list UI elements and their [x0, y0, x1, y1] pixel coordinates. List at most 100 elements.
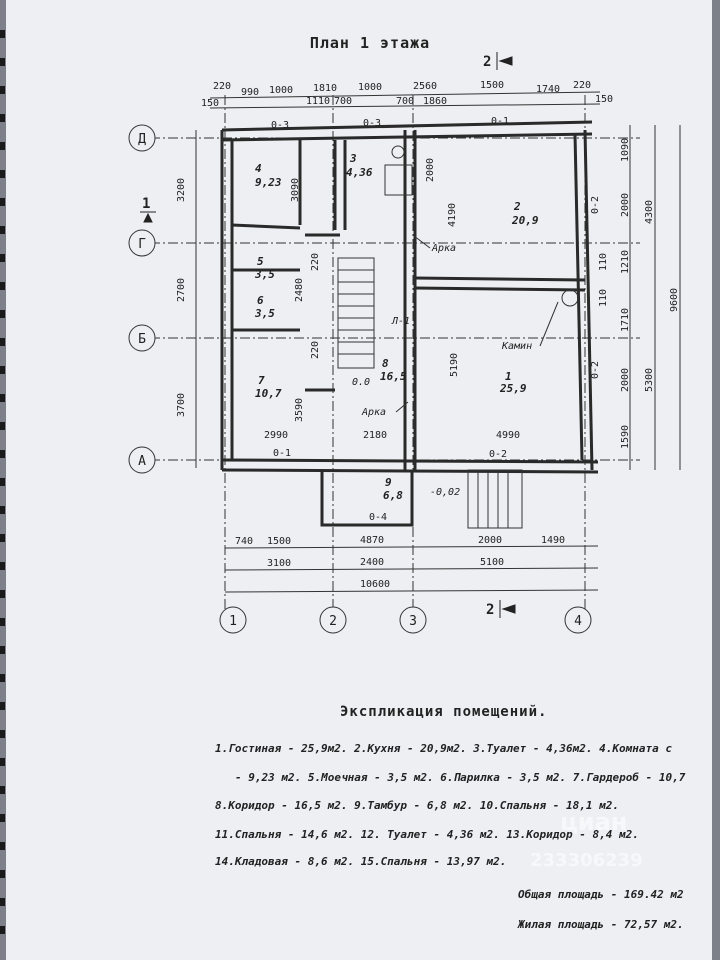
svg-text:220: 220 [310, 341, 321, 359]
level-label: -0,02 [430, 487, 460, 498]
dim-top: 1000 [358, 82, 382, 93]
binding-hole [0, 338, 5, 346]
room-number: 2 [513, 200, 521, 213]
arch-label: Арка [361, 407, 386, 418]
watermark-brand: циан [560, 808, 628, 836]
binding-hole [0, 30, 5, 38]
svg-text:2990: 2990 [264, 430, 288, 441]
left-dimensions: 3200 2700 3700 [176, 130, 197, 468]
explication-line: 11.Спальня - 14,6 м2. 12. Туалет - 4,36 … [215, 828, 639, 841]
dim-top: 2560 [413, 81, 437, 92]
dim-top: 990 [241, 87, 259, 98]
stairs [337, 145, 579, 529]
binding-hole [0, 254, 5, 262]
explication-line: - 9,23 м2. 5.Моечная - 3,5 м2. 6.Парилка… [235, 771, 686, 784]
axis-label-2: 2 [329, 614, 337, 629]
dim-left: 3200 [176, 178, 187, 202]
dim-right: 1710 [620, 308, 631, 332]
document-sheet [6, 0, 712, 960]
binding-hole [0, 562, 5, 570]
binding-hole [0, 758, 5, 766]
dim-top: 1740 [536, 84, 560, 95]
svg-text:0-1: 0-1 [273, 448, 291, 459]
section-mark-top: 2 [483, 54, 491, 70]
opening-labels: 0-3 0-3 0-1 0-2 0-2 0-1 0-2 0-4 [271, 116, 601, 523]
binding-hole [0, 142, 5, 150]
svg-text:5190: 5190 [449, 353, 460, 377]
axis-label-1: 1 [229, 614, 237, 629]
svg-text:2480: 2480 [294, 278, 305, 302]
binding-hole [0, 730, 5, 738]
plan-title: План 1 этажа [309, 34, 431, 52]
binding-hole [0, 366, 5, 374]
room-number: 7 [258, 374, 265, 387]
dim-top: 220 [573, 80, 591, 91]
dim-right: 1090 [620, 138, 631, 162]
room-number: 8 [382, 357, 389, 370]
room-number: 3 [349, 152, 357, 165]
section-mark-left: 1 [142, 196, 150, 212]
axis-label-3: 3 [409, 614, 417, 629]
binding-hole [0, 226, 5, 234]
svg-text:0-3: 0-3 [363, 118, 381, 129]
dim-bottom: 740 [235, 536, 253, 547]
dim-top: 220 [213, 81, 231, 92]
dim-top: 1110 [306, 96, 330, 107]
room-area: 25,9 [499, 382, 527, 395]
explication-line: 8.Коридор - 16,5 м2. 9.Тамбур - 6,8 м2. … [215, 799, 619, 812]
inner-dimensions: 3090 2000 4190 2480 3590 5190 220 220 29… [264, 158, 520, 441]
stair-label: Л-1 [391, 316, 410, 327]
binding-hole [0, 870, 5, 878]
dim-top: 700 [334, 96, 352, 107]
room-area: 16,5 [380, 370, 407, 383]
binding-hole [0, 198, 5, 206]
svg-text:0-2: 0-2 [489, 449, 507, 460]
dim-right: 1590 [620, 425, 631, 449]
binding-hole [0, 702, 5, 710]
svg-text:3590: 3590 [294, 398, 305, 422]
dim-bottom-total: 10600 [360, 579, 390, 590]
axis-label-d: Д [138, 132, 146, 147]
binding-hole [0, 282, 5, 290]
room-number: 9 [385, 476, 392, 489]
room-area: 20,9 [511, 214, 539, 227]
dim-top: 1810 [313, 83, 337, 94]
explication-line: 14.Кладовая - 8,6 м2. 15.Спальня - 13,97… [215, 855, 507, 868]
dim-left: 2700 [176, 278, 187, 302]
room-number: 1 [505, 370, 512, 383]
top-dimensions: 220 990 1000 1810 1000 2560 1500 1740 22… [201, 80, 613, 109]
dim-top: 1000 [269, 85, 293, 96]
binding-hole [0, 394, 5, 402]
dim-right: 110 [598, 253, 609, 271]
dim-top: 700 [396, 96, 414, 107]
living-area: Жилая площадь - 72,57 м2. [518, 918, 684, 931]
binding-hole [0, 170, 5, 178]
room-number: 4 [255, 162, 262, 175]
section-marks: 2 2 1 [140, 52, 516, 618]
svg-text:4190: 4190 [447, 203, 458, 227]
dim-right: 2000 [620, 368, 631, 392]
binding-hole [0, 590, 5, 598]
room-area: 9,23 [255, 176, 282, 189]
dim-left: 3700 [176, 393, 187, 417]
dim-right: 1210 [620, 250, 631, 274]
svg-text:4990: 4990 [496, 430, 520, 441]
dim-bottom: 4870 [360, 535, 384, 546]
floor-plan-drawing: Д Г Б А 1 2 3 4 [128, 52, 681, 634]
dim-right: 110 [598, 289, 609, 307]
room-area: 4,36 [346, 166, 373, 179]
axis-label-a: А [138, 454, 146, 469]
dim-top: 1500 [480, 80, 504, 91]
binding-holes [0, 0, 6, 960]
binding-hole [0, 898, 5, 906]
binding-hole [0, 674, 5, 682]
section-mark-bottom: 2 [486, 602, 494, 618]
axis-label-4: 4 [574, 614, 582, 629]
dim-bottom: 3100 [267, 558, 291, 569]
total-area: Общая площадь - 169.42 м2 [518, 888, 684, 901]
dim-right: 2000 [620, 193, 631, 217]
annotation-labels: Арка Арка Камин Л-1 0.0 -0,02 [352, 235, 559, 498]
room-number: 6 [257, 294, 264, 307]
binding-hole [0, 114, 5, 122]
right-dimensions: 1090 2000 1210 110 110 1710 2000 1590 43… [598, 125, 681, 470]
